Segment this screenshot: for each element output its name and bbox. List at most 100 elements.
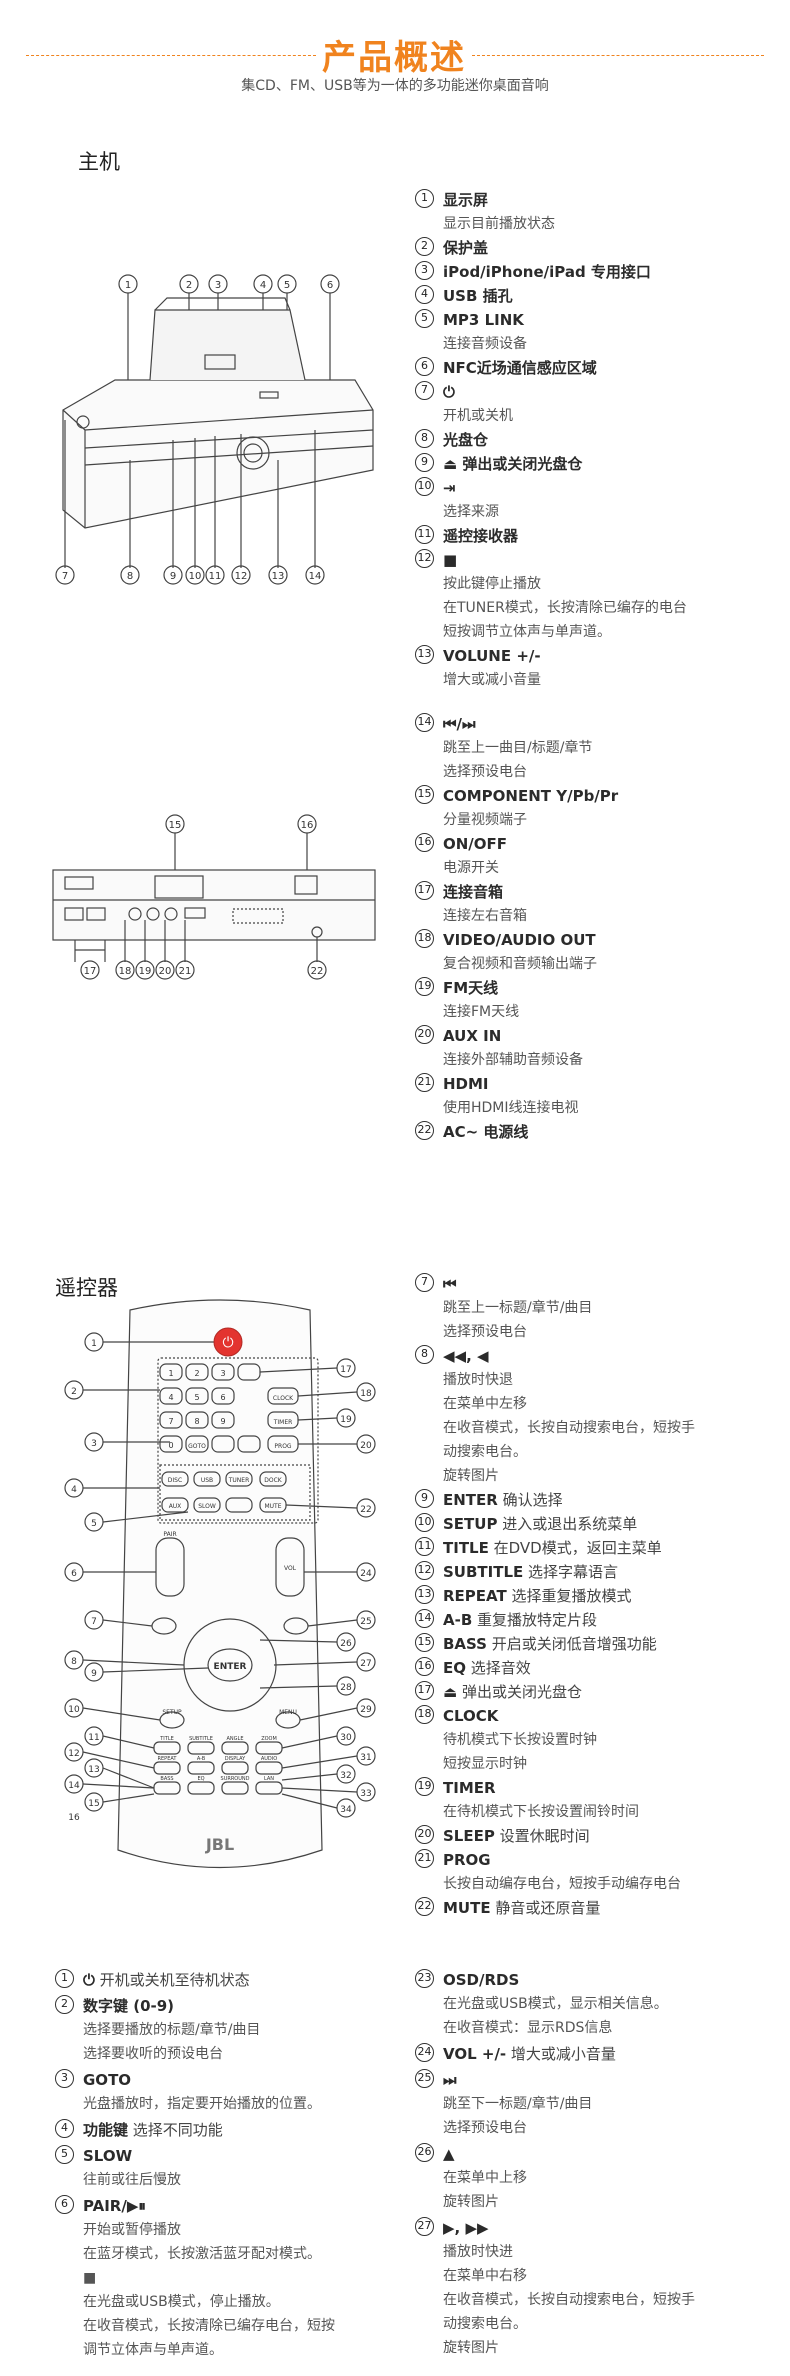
remote-brand-logo: JBL bbox=[205, 1835, 234, 1854]
item-description: 在蓝牙模式，长按激活蓝牙配对模式。 bbox=[83, 2246, 321, 2262]
remote-title: 遥控器 bbox=[55, 1276, 118, 1300]
key-title: TITLE bbox=[159, 1736, 174, 1742]
item-number: 22 bbox=[415, 1897, 434, 1916]
key-6: 6 bbox=[220, 1393, 225, 1402]
item-title: GOTO bbox=[83, 2071, 132, 2089]
svg-text:5: 5 bbox=[284, 280, 290, 291]
item-number: 13 bbox=[415, 645, 434, 664]
item-description: 在收音模式，长按自动搜索电台，短按手 bbox=[443, 2292, 695, 2308]
item-title: TIMER bbox=[443, 1779, 496, 1797]
key-surround: SURROUND bbox=[221, 1776, 250, 1782]
item-inline-desc: 弹出或关闭光盘仓 bbox=[457, 1683, 582, 1701]
item-description: 复合视频和音频输出端子 bbox=[443, 956, 597, 972]
item-number: 20 bbox=[415, 1025, 434, 1044]
svg-text:7: 7 bbox=[62, 571, 68, 582]
page-subtitle: 集CD、FM、USB等为一体的多功能迷你桌面音响 bbox=[241, 78, 549, 94]
list-item: 27▶, ▶▶播放时快进在菜单中右移在收音模式，长按自动搜索电台，短按手动搜索电… bbox=[415, 2216, 775, 2360]
page-title: 产品概述 bbox=[322, 38, 466, 78]
item-description: 播放时快进 bbox=[443, 2244, 513, 2260]
item-number: 9 bbox=[415, 453, 434, 472]
item-title: HDMI bbox=[443, 1075, 489, 1093]
item-description: 跳至下一标题/章节/曲目 bbox=[443, 2096, 593, 2112]
item-description: 连接外部辅助音频设备 bbox=[443, 1052, 583, 1068]
key-audio: AUDIO bbox=[261, 1756, 277, 1762]
key-goto: GOTO bbox=[188, 1443, 206, 1450]
key-angle: ANGLE bbox=[227, 1736, 244, 1742]
key-display: DISPLAY bbox=[225, 1756, 246, 1762]
key-subtitle: SUBTITLE bbox=[189, 1736, 213, 1742]
svg-text:28: 28 bbox=[340, 1683, 352, 1693]
item-description: 旋转图片 bbox=[443, 2194, 499, 2210]
item-description: 在收音模式：显示RDS信息 bbox=[443, 2020, 613, 2036]
item-title: ⏏ 弹出或关闭光盘仓 bbox=[443, 1683, 582, 1701]
item-number: 1 bbox=[55, 1969, 74, 1988]
svg-text:3: 3 bbox=[215, 280, 221, 291]
key-setup: SETUP bbox=[162, 1709, 182, 1716]
list-item: 25⏭跳至下一标题/章节/曲目选择预设电台 bbox=[415, 2068, 775, 2140]
svg-text:6: 6 bbox=[71, 1569, 77, 1579]
svg-text:9: 9 bbox=[170, 571, 176, 582]
list-item: 17⏏ 弹出或关闭光盘仓 bbox=[415, 1680, 775, 1704]
item-title: VIDEO/AUDIO OUT bbox=[443, 931, 596, 949]
svg-text:19: 19 bbox=[340, 1415, 352, 1425]
svg-text:19: 19 bbox=[139, 966, 152, 977]
list-item: 12 SUBTITLE 选择字幕语言 bbox=[415, 1560, 775, 1584]
item-description: 在菜单中左移 bbox=[443, 1396, 527, 1412]
item-title: SLEEP 设置休眠时间 bbox=[443, 1827, 590, 1845]
svg-text:29: 29 bbox=[360, 1705, 372, 1715]
item-number: 15 bbox=[415, 1633, 434, 1652]
key-prog: PROG bbox=[274, 1443, 292, 1450]
item-number: 6 bbox=[55, 2195, 74, 2214]
svg-text:2: 2 bbox=[186, 280, 192, 291]
item-description: 在菜单中上移 bbox=[443, 2170, 527, 2186]
item-inline-desc: 静音或还原音量 bbox=[490, 1899, 601, 1917]
item-title: SUBTITLE 选择字幕语言 bbox=[443, 1563, 619, 1581]
item-title: ⇥ bbox=[443, 479, 456, 497]
svg-text:14: 14 bbox=[68, 1781, 80, 1791]
item-title: COMPONENT Y/Pb/Pr bbox=[443, 787, 619, 805]
key-enter: ENTER bbox=[214, 1662, 247, 1672]
item-title: ⏭ bbox=[443, 2071, 457, 2089]
svg-text:22: 22 bbox=[360, 1505, 371, 1515]
svg-text:31: 31 bbox=[360, 1753, 371, 1763]
item-title: TITLE 在DVD模式，返回主菜单 bbox=[443, 1539, 662, 1557]
item-number: 11 bbox=[415, 1537, 434, 1556]
item-number: 2 bbox=[55, 1995, 74, 2014]
list-item: 1⏻ 开机或关机至待机状态 bbox=[55, 1968, 415, 1992]
item-title: ⏮ bbox=[443, 1275, 457, 1293]
svg-text:2: 2 bbox=[71, 1387, 77, 1397]
svg-text:11: 11 bbox=[209, 571, 222, 582]
item-title: 功能键 选择不同功能 bbox=[83, 2121, 223, 2139]
item-number: 12 bbox=[415, 1561, 434, 1580]
item-description: 在收音模式，长按清除已编存电台，短按 bbox=[83, 2318, 335, 2334]
item-title: USB 插孔 bbox=[443, 287, 513, 305]
svg-text:6: 6 bbox=[327, 280, 333, 291]
svg-text:15: 15 bbox=[88, 1799, 99, 1809]
svg-text:32: 32 bbox=[340, 1771, 351, 1781]
item-number: 7 bbox=[415, 1273, 434, 1292]
item-description: 选择预设电台 bbox=[443, 1324, 527, 1340]
svg-text:⏻: ⏻ bbox=[222, 1335, 233, 1351]
item-title: 显示屏 bbox=[443, 191, 489, 209]
key-3: 3 bbox=[220, 1369, 225, 1378]
key-mute: MUTE bbox=[264, 1503, 281, 1510]
header-divider-left bbox=[26, 55, 316, 56]
remote-power-button bbox=[213, 1327, 243, 1357]
item-description: 光盘播放时，指定要开始播放的位置。 bbox=[83, 2096, 321, 2112]
item-description: 显示目前播放状态 bbox=[443, 216, 555, 232]
item-inline-desc: 选择字幕语言 bbox=[523, 1563, 619, 1581]
svg-text:1: 1 bbox=[91, 1339, 97, 1349]
